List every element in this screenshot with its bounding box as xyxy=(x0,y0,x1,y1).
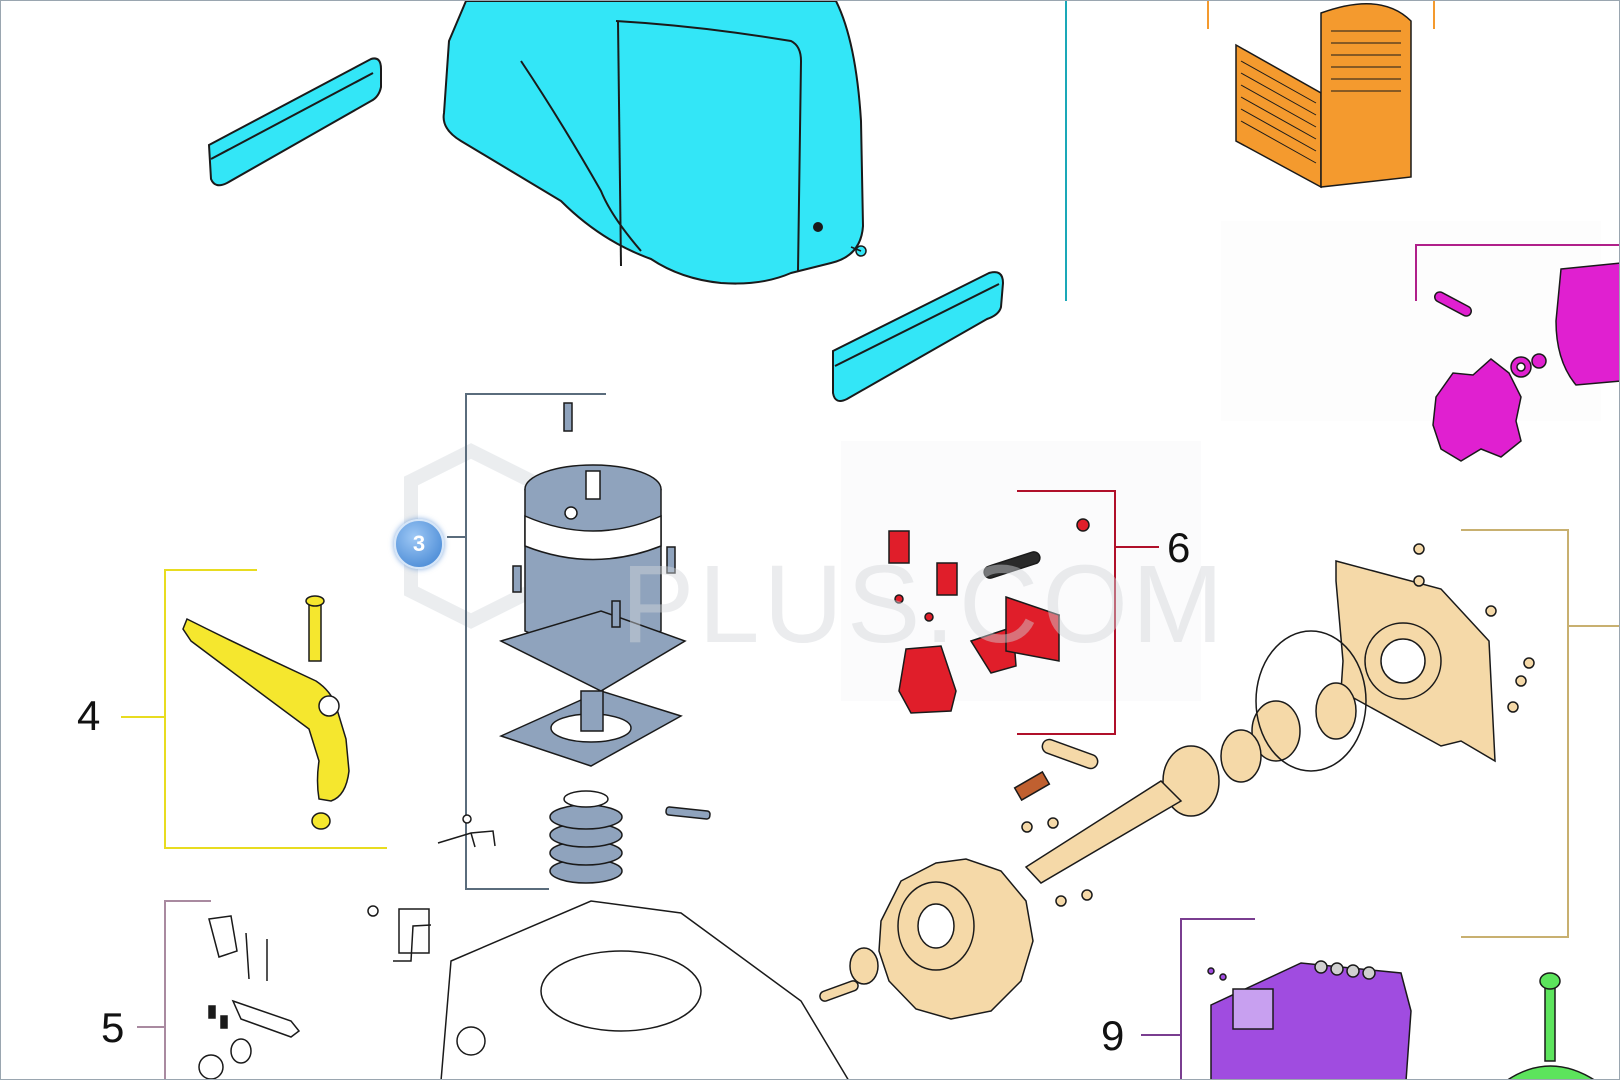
limit-switch-kit xyxy=(198,915,301,1079)
release-key xyxy=(1507,972,1595,1079)
limit-switch-bracket xyxy=(137,900,211,1079)
cover-end-cap-left xyxy=(207,57,382,187)
control-board-bracket xyxy=(1141,918,1255,1079)
callout-5: 5 xyxy=(101,1004,125,1051)
output-shaft xyxy=(1024,738,1183,884)
gearbox-housing xyxy=(367,900,849,1079)
worm-screw xyxy=(549,790,711,884)
motor-cover xyxy=(442,1,864,285)
spring xyxy=(1013,770,1051,802)
watermark-logo xyxy=(404,221,1601,701)
callout-6: 6 xyxy=(1167,524,1191,571)
callout-9: 9 xyxy=(1101,1012,1125,1059)
spring-clip xyxy=(437,814,496,848)
drive-gear xyxy=(819,858,1034,1020)
part-hotspot-3[interactable]: 3 xyxy=(394,519,444,569)
control-board xyxy=(1207,960,1412,1079)
gear-bracket xyxy=(1461,529,1619,938)
grille-bracket xyxy=(1207,1,1435,29)
cover-screw xyxy=(850,245,867,257)
handle-bracket xyxy=(121,569,387,849)
gearbox-flange xyxy=(1335,560,1496,763)
ventilation-grille xyxy=(1235,2,1412,189)
electric-motor xyxy=(498,402,687,767)
release-handle xyxy=(182,595,350,830)
callout-4: 4 xyxy=(77,692,101,739)
drive-pinion xyxy=(1432,262,1619,462)
cover-end-cap-right xyxy=(832,271,1005,402)
brush-bracket xyxy=(1017,490,1159,735)
pinion-bracket xyxy=(1415,244,1619,301)
motor-bracket xyxy=(447,393,606,890)
motor-brush-kit xyxy=(888,518,1090,714)
watermark-text: PLUS.COM xyxy=(621,543,1228,666)
gearbox-screws xyxy=(1021,543,1535,907)
